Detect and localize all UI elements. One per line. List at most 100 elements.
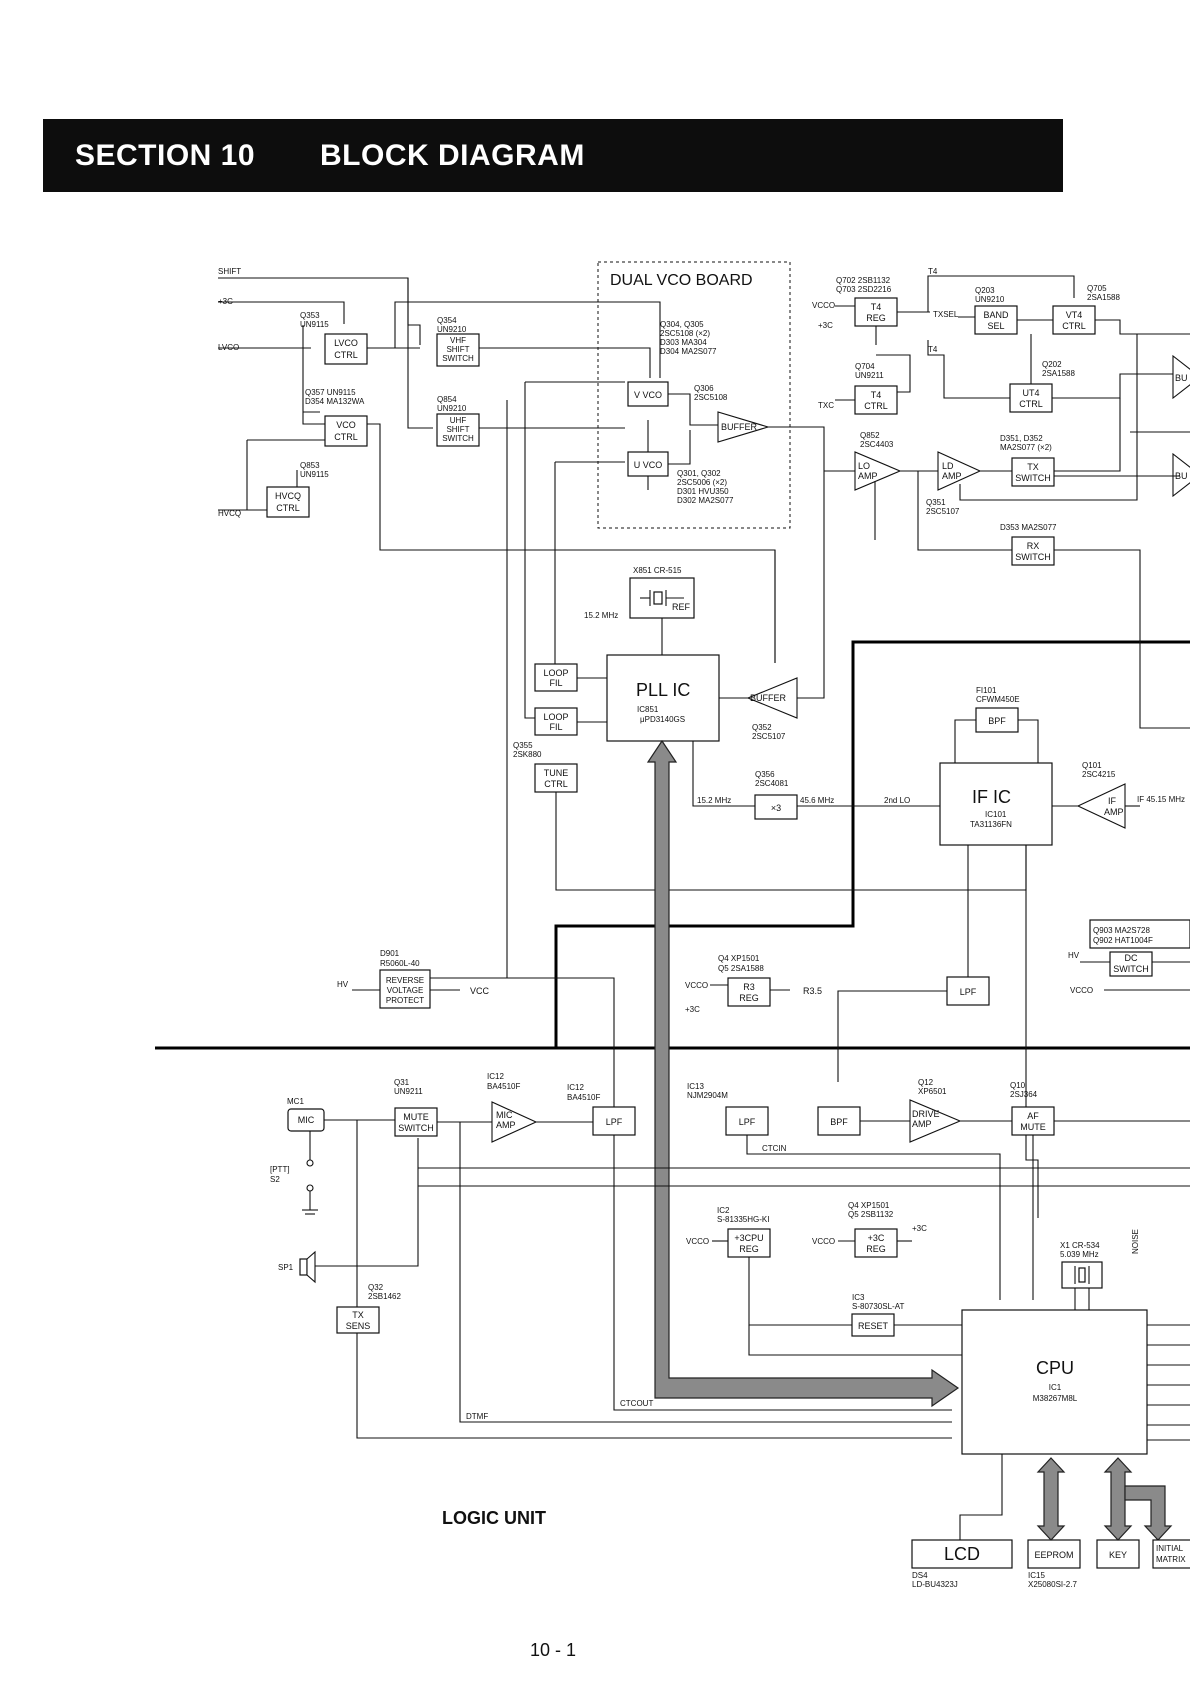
svg-text:M38267M8L: M38267M8L — [1033, 1394, 1078, 1403]
svg-text:CTRL: CTRL — [334, 432, 358, 442]
svg-text:+3C: +3C — [218, 297, 233, 306]
svg-text:PLL IC: PLL IC — [636, 680, 690, 700]
svg-text:+3C: +3C — [868, 1233, 885, 1243]
svg-text:REF: REF — [672, 602, 691, 612]
t4-section: Q702 2SB1132 Q703 2SD2216 VCCO +3C T4 RE… — [812, 267, 1190, 415]
svg-text:VCCO: VCCO — [1070, 986, 1093, 995]
svg-text:45.6 MHz: 45.6 MHz — [800, 796, 834, 805]
svg-text:[PTT]: [PTT] — [270, 1165, 290, 1174]
svg-text:LCD: LCD — [944, 1544, 980, 1564]
svg-text:2SC4081: 2SC4081 — [755, 779, 789, 788]
svg-text:REVERSE: REVERSE — [386, 976, 424, 985]
uhf-shift-switch: UHF SHIFT SWITCH — [436, 413, 480, 447]
svg-text:TXSEL: TXSEL — [933, 310, 959, 319]
page-number: 10 - 1 — [530, 1640, 577, 1660]
svg-text:Q354: Q354 — [437, 316, 457, 325]
svg-text:SWITCH: SWITCH — [398, 1123, 434, 1133]
svg-text:BPF: BPF — [988, 716, 1006, 726]
svg-text:XP6501: XP6501 — [918, 1087, 947, 1096]
svg-text:HV: HV — [1068, 951, 1080, 960]
svg-text:UN9210: UN9210 — [975, 295, 1005, 304]
svg-text:SHIFT: SHIFT — [446, 345, 469, 354]
svg-text:2SJ364: 2SJ364 — [1010, 1090, 1038, 1099]
svg-text:MIC: MIC — [496, 1110, 513, 1120]
svg-text:INITIAL: INITIAL — [1156, 1544, 1184, 1553]
svg-text:Q5 2SB1132: Q5 2SB1132 — [848, 1210, 894, 1219]
lo-chain: Q852 2SC4403 LO AMP LD AMP D351, D352 MA… — [824, 334, 1190, 729]
svg-text:Q705: Q705 — [1087, 284, 1107, 293]
svg-text:SWITCH: SWITCH — [1015, 552, 1051, 562]
svg-text:S-81335HG-KI: S-81335HG-KI — [717, 1215, 769, 1224]
svg-text:IF IC: IF IC — [972, 787, 1011, 807]
svg-text:+3C: +3C — [912, 1224, 927, 1233]
svg-text:Q5 2SA1588: Q5 2SA1588 — [718, 964, 764, 973]
svg-text:D354 MA132WA: D354 MA132WA — [305, 397, 365, 406]
svg-text:Q703 2SD2216: Q703 2SD2216 — [836, 285, 892, 294]
svg-text:CTRL: CTRL — [1062, 321, 1086, 331]
section-header: SECTION 10 BLOCK DIAGRAM — [43, 119, 1063, 192]
svg-text:UHF: UHF — [450, 416, 467, 425]
svg-text:V VCO: V VCO — [634, 390, 662, 400]
svg-text:VCCO: VCCO — [685, 981, 708, 990]
svg-text:DUAL VCO BOARD: DUAL VCO BOARD — [610, 272, 753, 289]
svg-text:CTRL: CTRL — [1019, 399, 1043, 409]
svg-text:LVCO: LVCO — [218, 343, 239, 352]
svg-text:2SC5006 (×2): 2SC5006 (×2) — [677, 478, 727, 487]
svg-text:HVCQ: HVCQ — [218, 509, 241, 518]
svg-text:VCO: VCO — [336, 420, 356, 430]
svg-text:BUFFER: BUFFER — [750, 693, 787, 703]
svg-text:DS4: DS4 — [912, 1571, 928, 1580]
svg-text:BU: BU — [1175, 471, 1188, 481]
unit-borders — [155, 640, 1190, 1050]
logic-unit-label: LOGIC UNIT — [442, 1508, 546, 1528]
svg-text:SP1: SP1 — [278, 1263, 294, 1272]
svg-text:MATRIX: MATRIX — [1156, 1555, 1186, 1564]
svg-text:FI101: FI101 — [976, 686, 997, 695]
svg-text:SWITCH: SWITCH — [442, 434, 474, 443]
svg-text:NJM2904M: NJM2904M — [687, 1091, 728, 1100]
svg-text:UN9115: UN9115 — [300, 470, 329, 479]
svg-text:MA2S077 (×2): MA2S077 (×2) — [1000, 443, 1052, 452]
svg-text:2SC5108 (×2): 2SC5108 (×2) — [660, 329, 710, 338]
svg-text:KEY: KEY — [1109, 1550, 1127, 1560]
svg-text:+3C: +3C — [685, 1005, 700, 1014]
svg-text:U VCO: U VCO — [634, 460, 663, 470]
svg-text:TA31136FN: TA31136FN — [970, 820, 1012, 829]
svg-text:Q704: Q704 — [855, 362, 875, 371]
svg-text:Q203: Q203 — [975, 286, 995, 295]
svg-text:μPD3140GS: μPD3140GS — [640, 715, 685, 724]
svg-text:5.039 MHz: 5.039 MHz — [1060, 1250, 1099, 1259]
svg-text:15.2 MHz: 15.2 MHz — [584, 611, 618, 620]
power-section: D901 R5060L-40 HV REVERSE VOLTAGE PROTEC… — [337, 949, 822, 1014]
svg-text:LPF: LPF — [960, 987, 977, 997]
svg-text:TX: TX — [1027, 462, 1039, 472]
svg-text:Q854: Q854 — [437, 395, 457, 404]
svg-text:Q353: Q353 — [300, 311, 320, 320]
svg-text:Q702 2SB1132: Q702 2SB1132 — [836, 276, 891, 285]
svg-text:IC2: IC2 — [717, 1206, 730, 1215]
svg-text:SWITCH: SWITCH — [1113, 964, 1149, 974]
svg-text:Q351: Q351 — [926, 498, 946, 507]
svg-text:2SC5108: 2SC5108 — [694, 393, 728, 402]
svg-text:2SC5107: 2SC5107 — [926, 507, 960, 516]
svg-text:15.2 MHz: 15.2 MHz — [697, 796, 731, 805]
vhf-shift-switch: VHF SHIFT SWITCH — [436, 333, 480, 367]
svg-text:IC851: IC851 — [637, 705, 659, 714]
dual-vco-board: DUAL VCO BOARD Q304, Q305 2SC5108 (×2) D… — [380, 261, 825, 699]
svg-text:BUFFER: BUFFER — [721, 422, 758, 432]
svg-text:R3: R3 — [743, 982, 755, 992]
svg-text:Q4 XP1501: Q4 XP1501 — [848, 1201, 890, 1210]
svg-text:UN9211: UN9211 — [855, 371, 884, 380]
svg-text:Q12: Q12 — [918, 1078, 934, 1087]
svg-text:UN9115: UN9115 — [300, 320, 329, 329]
svg-text:MUTE: MUTE — [403, 1112, 429, 1122]
svg-text:D301 HVU350: D301 HVU350 — [677, 487, 729, 496]
svg-text:BA4510F: BA4510F — [487, 1082, 520, 1091]
svg-text:HVCQ: HVCQ — [275, 491, 301, 501]
if-section: FI101 CFWM450E BPF IF IC IC101 TA31136FN… — [837, 686, 1185, 1218]
svg-text:Q101: Q101 — [1082, 761, 1102, 770]
svg-text:NOISE: NOISE — [1131, 1229, 1140, 1254]
svg-text:Q32: Q32 — [368, 1283, 384, 1292]
svg-text:Q31: Q31 — [394, 1078, 410, 1087]
